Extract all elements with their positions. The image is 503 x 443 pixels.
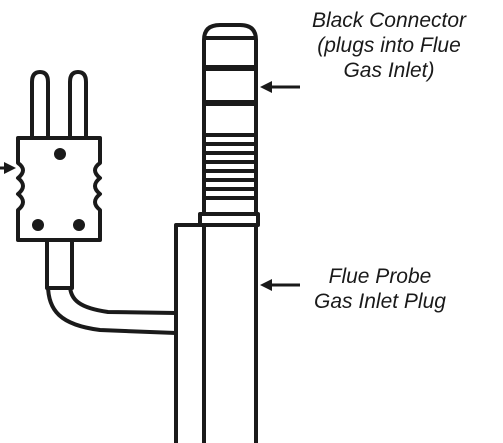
connector-bands — [204, 65, 256, 106]
plug-holes — [32, 148, 85, 231]
label-line: Gas Inlet Plug — [314, 290, 446, 313]
connector-arrow-icon — [260, 81, 300, 93]
label-line: Gas Inlet) — [343, 59, 435, 82]
label-line: Flue Probe — [328, 265, 432, 288]
label-line: (plugs into Flue — [317, 34, 461, 57]
plug-arrow-icon — [0, 162, 16, 174]
label-line: Black Connector — [311, 9, 467, 32]
cable — [46, 283, 178, 335]
strain-relief — [45, 238, 74, 290]
connector-knurling — [204, 133, 256, 200]
probe-arrow-icon — [260, 279, 300, 291]
probe-tube — [174, 223, 258, 443]
plug-pins — [30, 70, 88, 142]
flue-probe-label: Flue Probe Gas Inlet Plug — [290, 264, 470, 314]
black-connector — [202, 23, 258, 216]
black-connector-label: Black Connector (plugs into Flue Gas Inl… — [276, 8, 502, 83]
thermocouple-plug — [16, 136, 102, 242]
